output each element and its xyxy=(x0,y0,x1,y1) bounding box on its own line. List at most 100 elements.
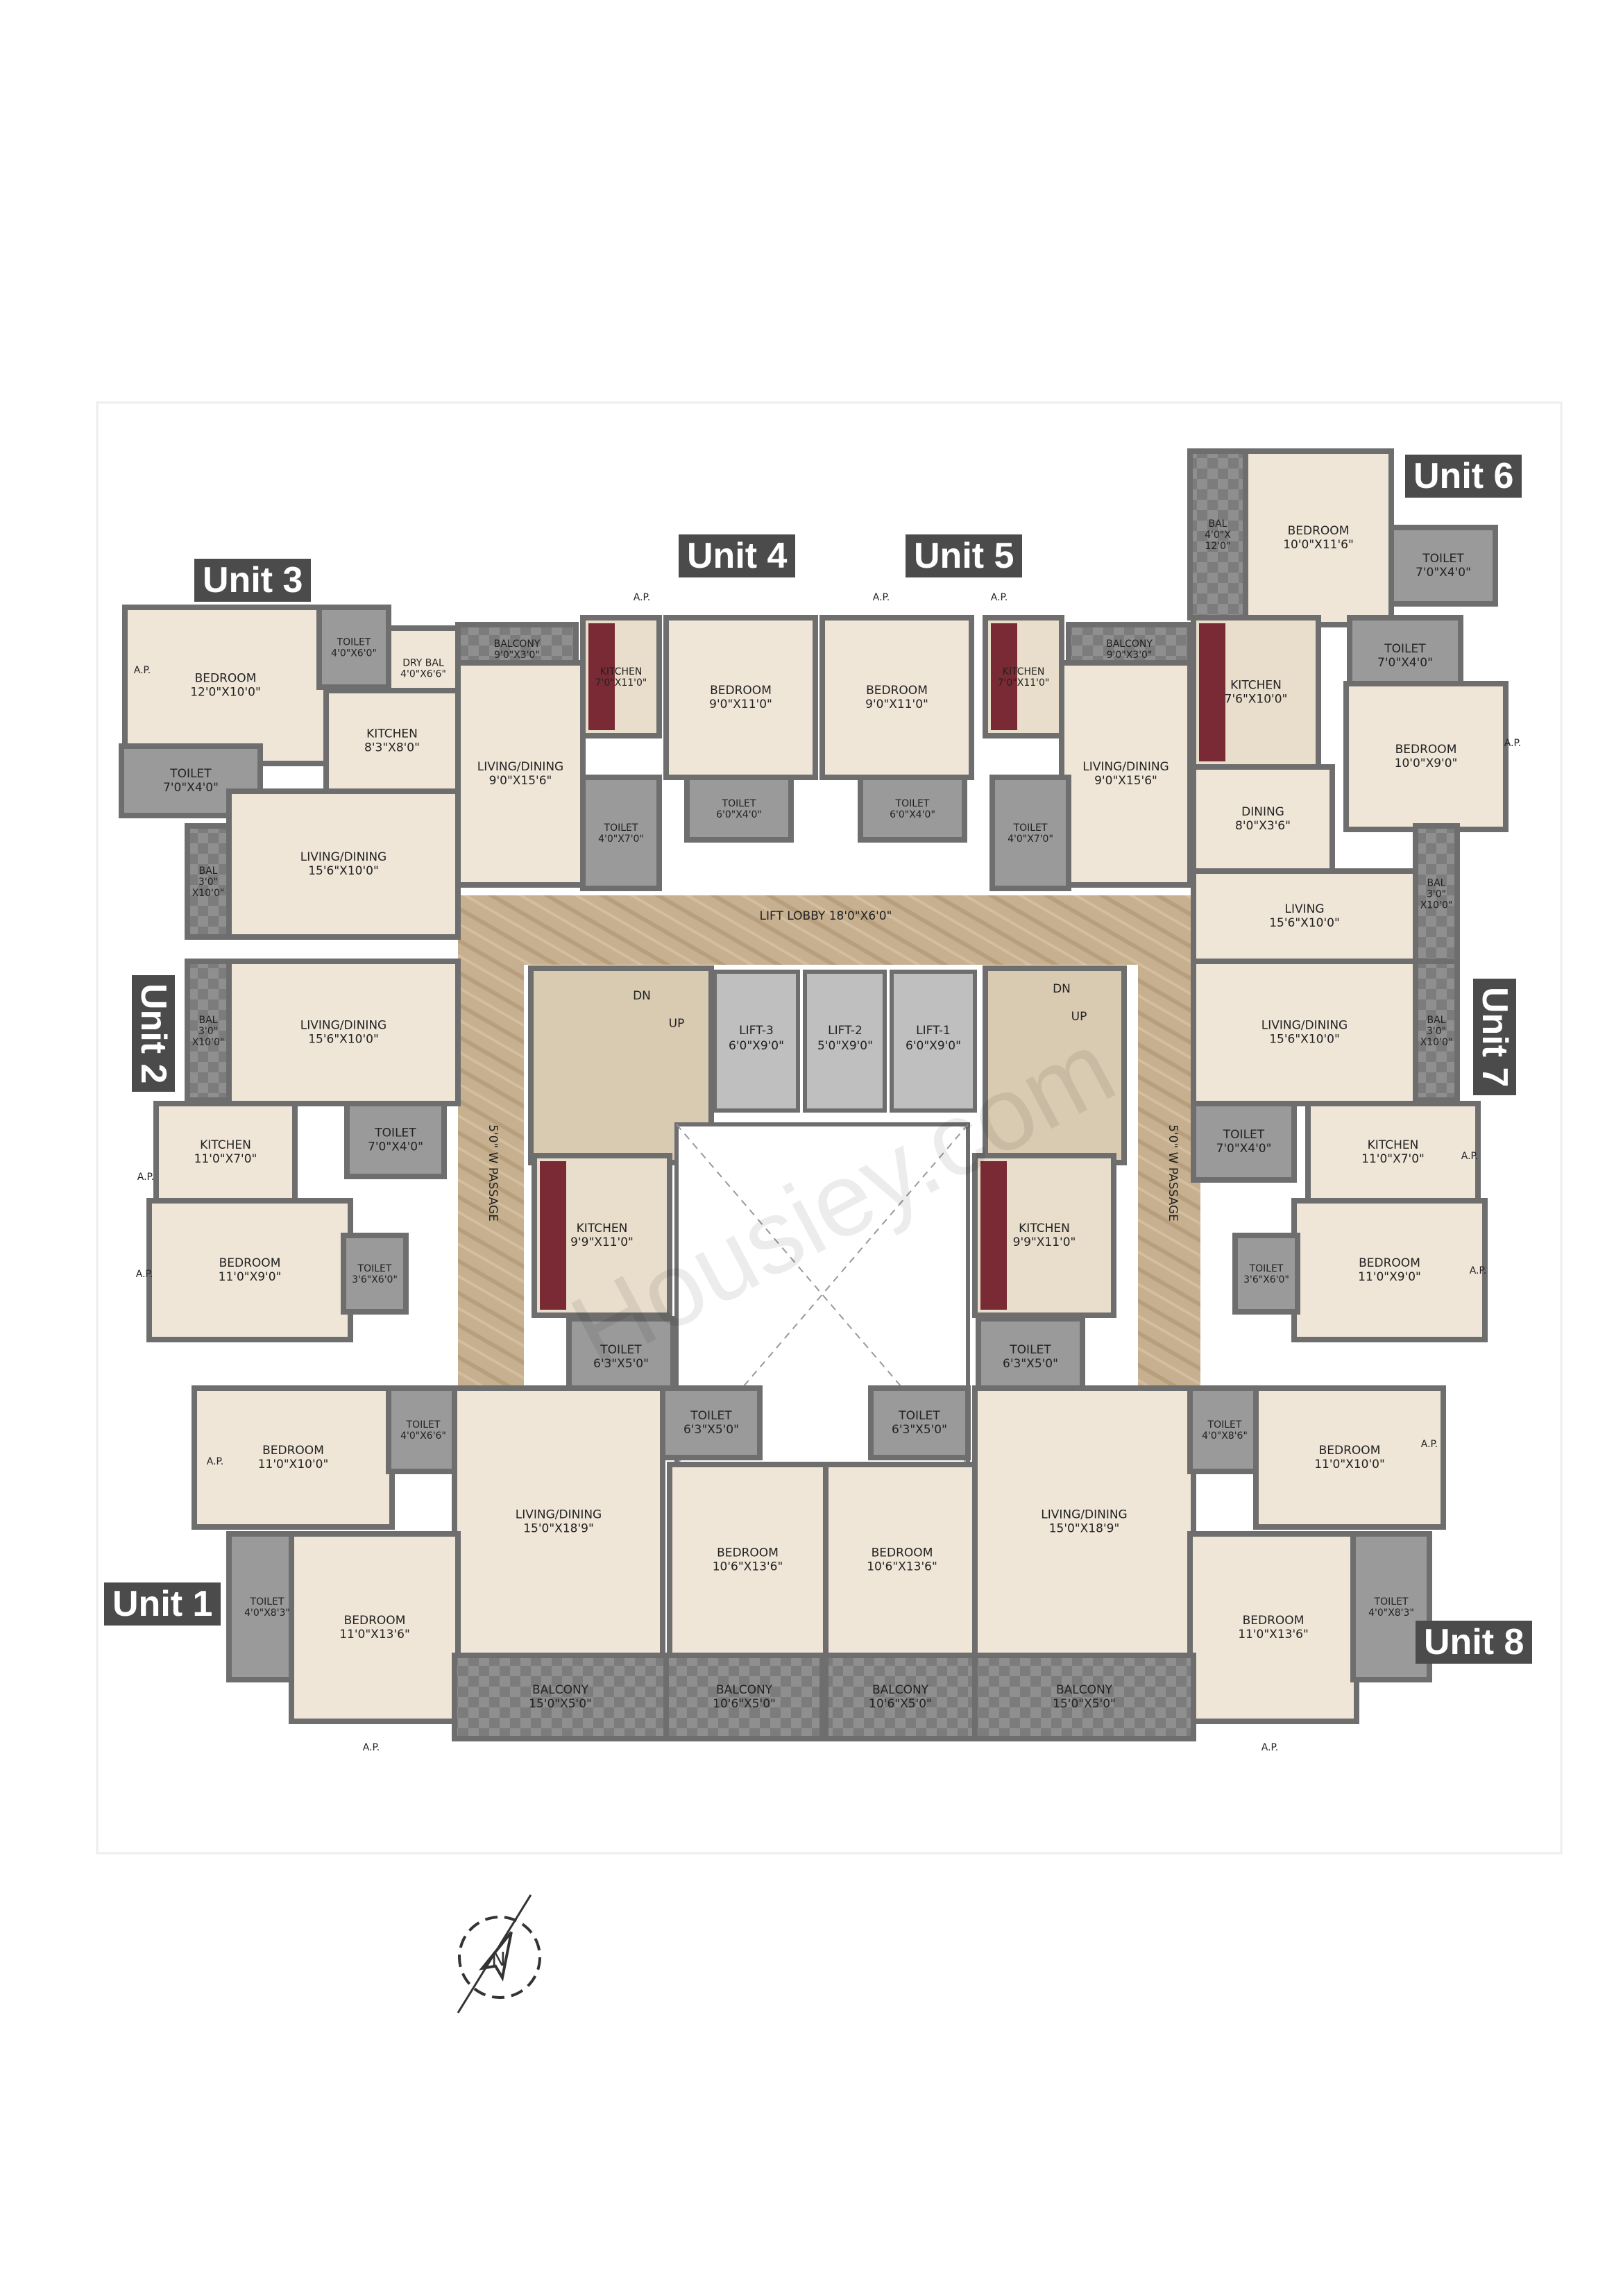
room-label: 4'0"X6'6" xyxy=(400,1430,446,1442)
room-label: 7'0"X11'0" xyxy=(998,677,1050,689)
room-label: TOILET xyxy=(1384,642,1426,656)
room-label: 15'0"X5'0" xyxy=(1053,1697,1116,1711)
room-label: 6'3"X5'0" xyxy=(593,1357,649,1371)
room-label: 6'3"X5'0" xyxy=(1003,1357,1058,1371)
room-label: BEDROOM xyxy=(717,1546,779,1560)
room-floor xyxy=(1232,1233,1300,1315)
common-label-up-right: UP xyxy=(1071,1010,1087,1024)
room-floor xyxy=(452,1653,669,1741)
kitchen-counter xyxy=(540,1161,566,1310)
room-floor xyxy=(341,1233,409,1315)
room-label: 10'0"X11'6" xyxy=(1283,538,1354,552)
room-floor xyxy=(1413,959,1460,1103)
room-label: 4'0"X7'0" xyxy=(598,834,644,845)
room-label: 9'0"X15'6" xyxy=(489,774,552,788)
room-floor xyxy=(226,959,461,1106)
room-label: 10'0"X9'0" xyxy=(1395,757,1458,770)
lift-1 xyxy=(890,970,977,1113)
room-u7-bal xyxy=(1413,959,1460,1103)
kitchen-counter xyxy=(588,623,615,730)
room-u6-bal-b xyxy=(1413,823,1460,964)
lift-lobby-area xyxy=(458,895,1200,1402)
ap-label: A.P. xyxy=(363,1742,380,1753)
room-floor xyxy=(344,1101,447,1179)
room-floor xyxy=(663,1653,825,1741)
room-label: TOILET xyxy=(600,1343,642,1357)
room-u8-bed-a xyxy=(1253,1385,1446,1530)
common-label-lift2-name: LIFT-2 xyxy=(828,1024,863,1038)
room-label: KITCHEN xyxy=(1368,1138,1419,1152)
room-label: 10'6"X13'6" xyxy=(713,1560,783,1574)
room-label: LIVING/DINING xyxy=(300,1019,386,1033)
ap-label: A.P. xyxy=(1461,1151,1479,1162)
room-label: KITCHEN xyxy=(366,727,418,741)
room-label: BEDROOM xyxy=(710,684,772,698)
room-u1-toilet-a xyxy=(386,1385,461,1474)
room-label: BAL xyxy=(1427,878,1446,889)
room-label: BALCONY xyxy=(716,1683,773,1697)
room-label: TOILET xyxy=(374,1126,416,1140)
room-floor xyxy=(1191,959,1418,1106)
room-label: 12'0"X10'0" xyxy=(190,686,261,700)
ap-label: A.P. xyxy=(136,1269,153,1280)
room-label: 9'0"X3'0" xyxy=(1107,650,1153,661)
lift-3 xyxy=(713,970,800,1113)
room-u5-living xyxy=(1059,660,1193,888)
room-label: 6'0"X4'0" xyxy=(716,809,762,820)
room-label: 4'0"X6'0" xyxy=(331,648,377,659)
room-floor xyxy=(1413,823,1460,964)
room-label: 12'0" xyxy=(1205,541,1230,552)
room-u8-balcony-a xyxy=(972,1653,1196,1741)
room-label: 15'0"X5'0" xyxy=(529,1697,592,1711)
room-label: 8'3"X8'0" xyxy=(364,741,420,755)
room-label: BEDROOM xyxy=(262,1444,324,1458)
room-label: X10'0" xyxy=(1420,900,1453,911)
room-u5-bed xyxy=(819,615,974,780)
room-label: 11'0"X7'0" xyxy=(194,1152,257,1166)
room-label: 6'3"X5'0" xyxy=(683,1423,739,1437)
room-label: TOILET xyxy=(250,1596,284,1607)
room-label: 11'0"X10'0" xyxy=(258,1458,329,1471)
room-floor xyxy=(1291,1198,1488,1342)
common-label-lift3-name: LIFT-3 xyxy=(739,1024,774,1038)
room-label: 6'0"X4'0" xyxy=(890,809,935,820)
room-label: 7'0"X4'0" xyxy=(368,1140,423,1154)
kitchen-counter xyxy=(1199,623,1225,761)
room-label: 7'6"X10'0" xyxy=(1225,693,1288,707)
room-floor xyxy=(386,1385,461,1474)
room-u7-toilet-b xyxy=(1232,1233,1300,1315)
room-floor xyxy=(1059,660,1193,888)
room-floor xyxy=(1243,448,1394,627)
room-label: 9'0"X15'6" xyxy=(1094,774,1157,788)
common-label-dn-right: DN xyxy=(1053,982,1071,996)
room-label: BALCONY xyxy=(1056,1683,1113,1697)
room-floor xyxy=(566,1316,676,1398)
room-label: 9'9"X11'0" xyxy=(570,1235,634,1249)
room-c-toilet-r xyxy=(976,1316,1085,1398)
room-label: TOILET xyxy=(722,798,756,809)
room-label: 6'3"X5'0" xyxy=(892,1423,947,1437)
room-label: LIVING/DINING xyxy=(516,1508,602,1522)
room-label: 7'0"X11'0" xyxy=(595,677,647,689)
room-u6-bed-a xyxy=(1243,448,1394,627)
room-u5-toilet-b xyxy=(989,775,1071,891)
room-label: TOILET xyxy=(1207,1419,1242,1430)
room-label: X10'0" xyxy=(192,888,225,899)
room-floor xyxy=(289,1531,461,1724)
room-label: X10'0" xyxy=(192,1037,225,1048)
room-floor xyxy=(323,688,461,794)
room-label: 15'6"X10'0" xyxy=(1269,916,1340,930)
ap-label: A.P. xyxy=(1421,1439,1438,1450)
room-label: BEDROOM xyxy=(219,1256,281,1270)
room-u7-living xyxy=(1191,959,1418,1106)
room-u4-toilet-b xyxy=(580,775,662,891)
unit-6-tag: Unit 6 xyxy=(1405,455,1522,498)
room-c-toilet-l xyxy=(566,1316,676,1398)
room-floor xyxy=(580,775,662,891)
room-label: 11'0"X9'0" xyxy=(1358,1270,1421,1284)
room-label: 11'0"X13'6" xyxy=(1238,1628,1309,1641)
kitchen-counter xyxy=(980,1161,1007,1310)
room-label: 11'0"X7'0" xyxy=(1361,1152,1425,1166)
room-label: 10'6"X13'6" xyxy=(867,1560,937,1574)
